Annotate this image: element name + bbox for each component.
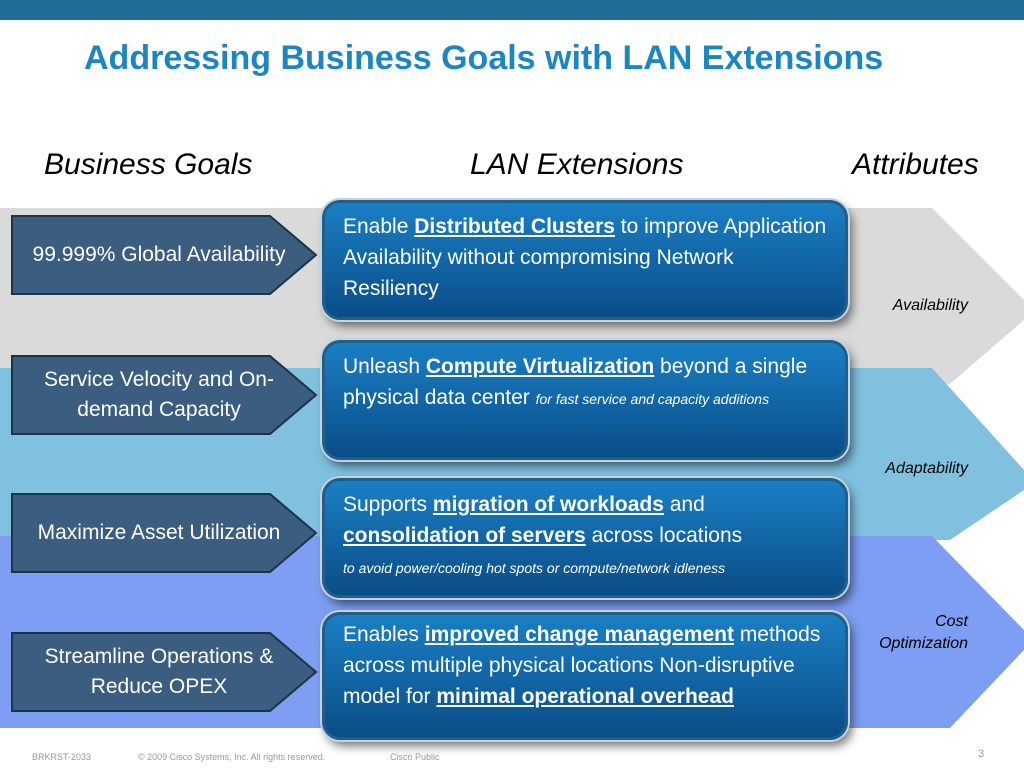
top-bar <box>0 0 1024 20</box>
goal-box-reduce-opex: Streamline Operations & Reduce OPEX <box>10 631 320 713</box>
extension-card-change-management: Enables improved change management metho… <box>322 612 848 740</box>
goal-text: Service Velocity and On-demand Capacity <box>44 368 274 421</box>
extension-highlight: consolidation of servers <box>343 524 586 547</box>
goal-arrow-shape <box>11 355 318 435</box>
column-header-business-goals: Business Goals <box>44 148 253 181</box>
extension-note: to avoid power/cooling hot spots or comp… <box>343 560 726 576</box>
extension-text: Enables <box>343 623 425 646</box>
extension-text: methods across multiple physical locatio… <box>343 623 821 708</box>
goal-arrow-shape <box>11 493 318 573</box>
column-header-attributes: Attributes <box>852 148 979 181</box>
goal-text: 99.999% Global Availability <box>32 243 286 266</box>
extension-text: to improve Application Availability with… <box>343 215 827 300</box>
goal-box-asset-utilization: Maximize Asset Utilization <box>10 492 320 574</box>
slide-title: Addressing Business Goals with LAN Exten… <box>84 39 884 77</box>
extension-text: and <box>663 493 705 516</box>
extension-highlight: migration of workloads <box>432 493 664 516</box>
extension-card-distributed-clusters: Enable Distributed Clusters to improve A… <box>322 200 848 320</box>
extension-note: for fast service and capacity additions <box>535 391 770 407</box>
footer-classification: Cisco Public <box>390 752 440 762</box>
attribute-adaptability: Adaptability <box>885 460 968 477</box>
column-header-lan-extensions: LAN Extensions <box>470 148 684 181</box>
extension-text: Enable <box>343 215 415 238</box>
attribute-cost-optimization: Cost Optimization <box>879 613 968 652</box>
goal-text: Streamline Operations & Reduce OPEX <box>44 645 274 698</box>
extension-text: across locations <box>585 524 743 547</box>
extension-text: beyond a single physical data center <box>343 355 808 409</box>
extension-highlight: Compute Virtualization <box>425 355 655 378</box>
goal-text: Maximize Asset Utilization <box>37 521 281 544</box>
attribute-availability: Availability <box>892 297 968 314</box>
goal-arrow-shape <box>11 632 318 712</box>
goal-box-availability: 99.999% Global Availability <box>10 214 320 296</box>
goal-arrow-shape <box>11 215 318 295</box>
footer-page-number: 3 <box>978 748 985 760</box>
extension-text: Supports <box>343 493 433 516</box>
extension-text: Unleash <box>343 355 426 378</box>
extension-highlight: Distributed Clusters <box>414 215 615 238</box>
footer-session-code: BRKRST-2033 <box>32 752 92 762</box>
footer-copyright: © 2009 Cisco Systems, Inc. All rights re… <box>138 752 326 762</box>
extension-card-workload-migration: Supports migration of workloads and cons… <box>322 478 848 598</box>
extension-highlight: minimal operational overhead <box>436 685 734 708</box>
extension-card-compute-virtualization: Unleash Compute Virtualization beyond a … <box>322 340 848 460</box>
extension-highlight: improved change management <box>424 623 734 646</box>
goal-box-service-velocity: Service Velocity and On-demand Capacity <box>10 354 320 436</box>
